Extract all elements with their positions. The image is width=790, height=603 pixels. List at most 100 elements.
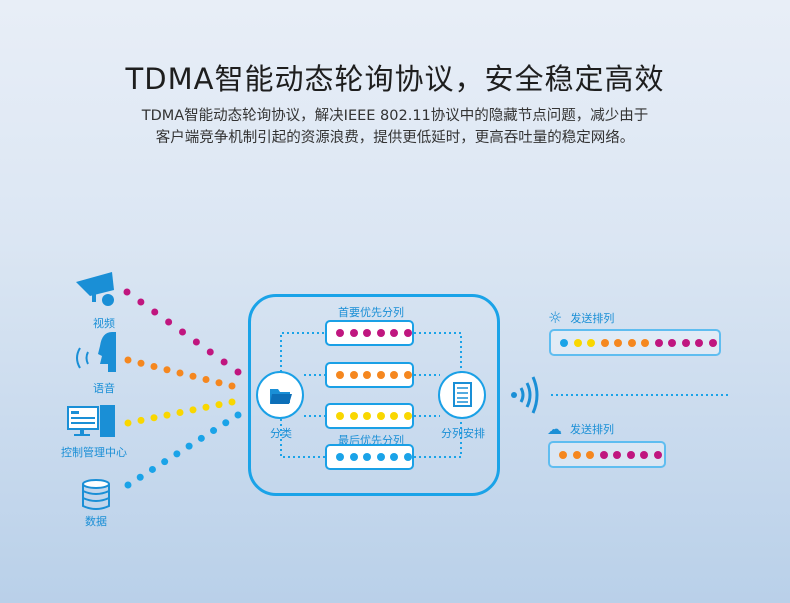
send-queue-header-1: ☼ 发送排列 (548, 308, 614, 327)
flow-dot (151, 308, 159, 316)
flow-dot (124, 481, 132, 489)
flow-dot (197, 434, 205, 442)
flow-dot (124, 419, 132, 427)
packet-dot (376, 371, 385, 379)
priority-queue (325, 444, 414, 470)
queue-connectors (280, 332, 728, 458)
flow-dot (228, 382, 236, 390)
packet-dot (390, 329, 398, 337)
packet-dot (708, 338, 717, 347)
packet-dot (600, 338, 609, 347)
flow-dot (234, 368, 242, 376)
packet-dot (640, 450, 648, 459)
packet-dot (363, 412, 371, 420)
packet-dot (559, 450, 567, 459)
flow-dot (150, 414, 158, 422)
priority-queue (325, 320, 414, 346)
packet-dot (336, 412, 344, 420)
classify-node (256, 371, 304, 419)
packet-dot (614, 338, 622, 347)
send-queue (548, 441, 666, 468)
flow-dot (148, 465, 156, 473)
flow-dot (137, 359, 145, 367)
packet-dot (349, 453, 358, 461)
packet-dot (376, 329, 385, 337)
wifi-icon (511, 376, 539, 414)
flow-dot (176, 409, 184, 416)
schedule-node (438, 371, 486, 419)
send-queue-header-2: ☁ 发送排列 (547, 420, 614, 438)
flow-dot (202, 403, 210, 411)
flow-dot (179, 328, 186, 336)
packet-dot (349, 371, 358, 379)
classify-label: 分类 (270, 427, 292, 440)
flow-dot (222, 419, 230, 427)
flow-dot (136, 473, 144, 481)
scheduler-box (248, 294, 500, 496)
subtitle-line-2: 客户端竞争机制引起的资源浪费，提供更低延时，更高吞吐量的稳定网络。 (155, 130, 635, 146)
source-label-control: 控制管理中心 (61, 446, 127, 459)
flow-dot (161, 458, 169, 466)
flow-dot (124, 356, 132, 364)
packet-dot (573, 338, 582, 347)
flow-dot (189, 372, 197, 380)
flow-dot (137, 416, 145, 424)
packet-dot (681, 338, 690, 347)
flow-dot (150, 363, 158, 370)
packet-dot (349, 412, 358, 420)
packet-dot (654, 338, 663, 347)
flow-dot (220, 358, 228, 366)
packet-dot (390, 371, 398, 379)
bottom-queue-label: 最后优先分列 (338, 434, 404, 447)
computer-icon (67, 405, 115, 437)
packet-dot (572, 450, 581, 459)
packet-dot (613, 450, 621, 459)
packet-dot (349, 329, 358, 337)
flow-dot (206, 348, 214, 356)
folder-icon (270, 389, 292, 404)
storm-cloud-icon: ☁ (547, 420, 562, 438)
send-queue-label: 发送排列 (570, 423, 614, 436)
source-label-video: 视频 (93, 317, 115, 330)
packet-dot (363, 371, 371, 379)
flow-dot (123, 288, 131, 296)
packet-dot (599, 450, 608, 459)
flow-dot (163, 411, 171, 419)
flow-dot (163, 366, 171, 374)
page-title: TDMA智能动态轮询协议，安全稳定高效 (125, 62, 665, 96)
packet-dot (363, 453, 371, 461)
packet-dot (587, 338, 595, 347)
source-label-data: 数据 (85, 515, 107, 528)
flow-dot (210, 427, 218, 435)
packet-dot (653, 450, 662, 459)
packet-dot (390, 412, 398, 420)
packet-dot (336, 329, 344, 337)
source-label-voice: 语音 (93, 382, 115, 395)
sun-icon: ☼ (548, 308, 563, 327)
packet-dot (626, 450, 635, 459)
schedule-label: 分列安排 (441, 427, 485, 440)
top-queue-label: 首要优先分列 (338, 306, 404, 319)
database-icon (82, 479, 110, 510)
packet-dot (627, 338, 636, 347)
flow-dot (228, 398, 236, 406)
flow-dot (202, 376, 210, 383)
packet-dot (363, 329, 371, 337)
camera-icon (76, 272, 114, 306)
packet-dot (336, 371, 344, 379)
packet-dot (695, 338, 703, 347)
send-queue-label: 发送排列 (570, 311, 615, 325)
packet-dot (668, 338, 676, 347)
packet-dot (641, 338, 649, 347)
packet-dot (336, 453, 344, 461)
voice-icon (76, 332, 116, 372)
flow-dot (234, 411, 242, 419)
packet-dot (403, 371, 412, 379)
packet-dot (376, 453, 385, 461)
send-queue (549, 329, 721, 356)
packet-dot (586, 450, 594, 459)
checklist-icon (453, 382, 472, 407)
